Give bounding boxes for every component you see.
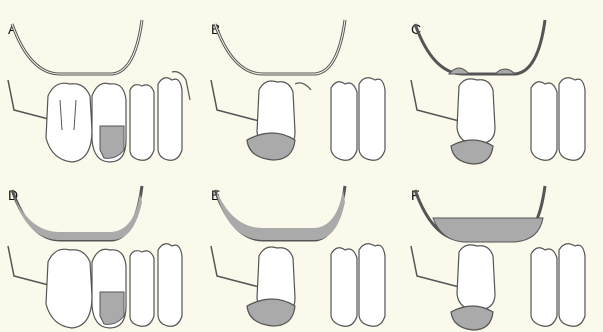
panel-e-illustration <box>203 166 403 332</box>
panel-b: B <box>203 0 403 166</box>
panel-a: A <box>0 0 200 166</box>
panel-d: D <box>0 166 200 332</box>
panel-f-illustration <box>403 166 603 332</box>
panel-f: F <box>403 166 603 332</box>
panel-c-illustration <box>403 0 603 166</box>
panel-e: E <box>203 166 403 332</box>
panel-b-illustration <box>203 0 403 166</box>
panel-d-illustration <box>0 166 200 332</box>
panel-a-illustration <box>0 0 200 166</box>
panel-c: C <box>403 0 603 166</box>
